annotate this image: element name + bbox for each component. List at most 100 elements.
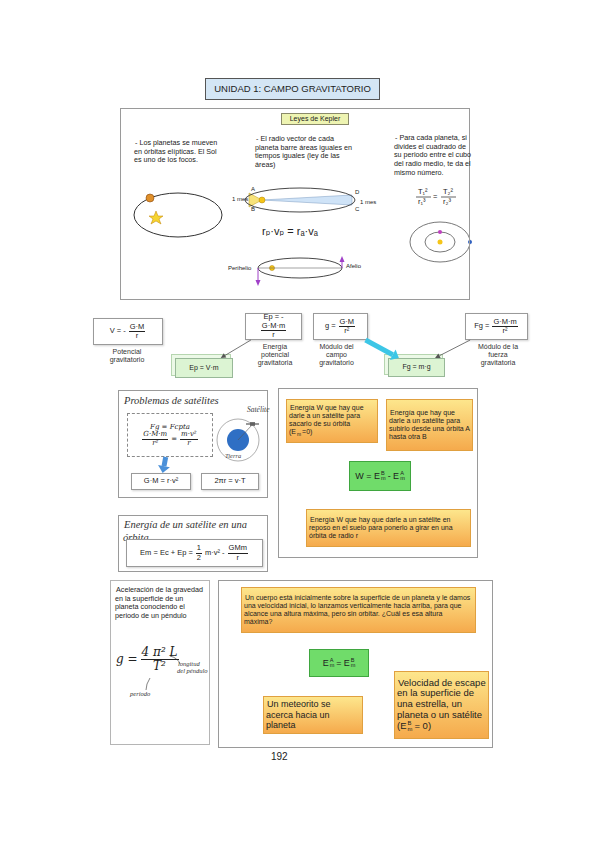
leader-line [146, 678, 150, 690]
box-content: Fg =G·M·mr²Módulo de la fuerza gravitato… [466, 318, 527, 336]
fraction: 4 π² LT² [141, 646, 179, 673]
box-content: G·M = r·v² [132, 477, 190, 486]
text-block: Aceleración de la gravedad en la superfi… [115, 586, 207, 621]
box-caption: Energía potencial gravitatoria [249, 343, 301, 367]
concept-box: Ep = -G·M·mrEnergía potencial gravitator… [245, 313, 302, 340]
diagram-label: T₂² [443, 188, 453, 196]
planet-symbol [146, 194, 154, 202]
node-text: Fg = Fcpta [150, 423, 190, 431]
denominator: T² [141, 660, 179, 673]
node-text: - Los planetas se mueven en órbitas elíp… [134, 138, 217, 164]
node-text: Ep = V·m [189, 364, 218, 371]
planet-symbol [438, 230, 442, 234]
diagram-label: Tierra [225, 453, 241, 460]
node-text: Aceleración de la gravedad en la superfi… [115, 585, 203, 620]
concept-box: V = -G·MrPotencial gravitatorio [93, 318, 163, 345]
connector [435, 340, 470, 358]
concept-box: 2πr = v·T [201, 473, 259, 490]
node-text: E [323, 658, 329, 668]
diagram-label: rₚ·vₚ = rₐ·vₐ [262, 226, 318, 237]
subscript: m [351, 663, 356, 668]
index-stack: Bm [381, 471, 386, 482]
denominator: r [180, 440, 198, 448]
text-block: - Para cada planeta, si divides el cuadr… [394, 134, 474, 177]
radius-vector [258, 268, 272, 269]
node-text: m·v² - [205, 548, 225, 557]
concept-box: Energía W que hay que darle a un satélit… [278, 388, 478, 558]
fraction: 12 [196, 544, 202, 562]
node-text: Problemas de satélites [124, 395, 219, 406]
node-text: Ep = - [263, 312, 283, 321]
velocity-vector [258, 268, 259, 282]
box-content: Energía que hay que darle a un satélite … [387, 409, 472, 441]
text-block: g =4 π² LT² [115, 646, 187, 673]
box-caption: Módulo de la fuerza gravitatoria [472, 343, 524, 367]
planet-symbol [468, 240, 472, 244]
fraction: G·Mr [129, 323, 146, 341]
index-stack: Bm [408, 721, 413, 732]
denominator: r² [339, 327, 356, 335]
fraction: G·M·mr² [142, 431, 168, 447]
denominator: 2 [196, 554, 202, 562]
concept-box: g =G·Mr²Módulo del campo gravitatorio [313, 313, 368, 340]
connector [366, 340, 399, 360]
diagram-label: = [433, 193, 437, 201]
solar-panel [246, 423, 259, 424]
text-block: - El radio vector de cada planeta barre … [255, 135, 355, 170]
node-text: = 0) [414, 720, 431, 731]
orbit-ellipse [245, 188, 355, 212]
concept-box: Energía que hay que darle a un satélite … [386, 399, 473, 451]
node-text: g = [116, 652, 138, 666]
diagram-label: r₂³ [443, 198, 451, 206]
text-block: Problemas de satélites [123, 395, 233, 408]
node-text: Leyes de Kepler [290, 115, 341, 122]
sun-symbol [149, 211, 163, 224]
concept-box: Leyes de Kepler - Los planetas se mueven … [120, 108, 470, 300]
orbit-ellipse [258, 258, 342, 278]
diagram-label: Afelio [346, 263, 361, 269]
diagram-label: C [355, 206, 359, 212]
title-box: UNIDAD 1: CAMPO GRAVITATORIO [205, 78, 380, 100]
node-text: E [344, 658, 350, 668]
connector-line [164, 457, 166, 466]
concept-box: Fg = m·g [388, 358, 445, 377]
subscript: m [381, 476, 386, 481]
box-content: Velocidad de escape en la superficie de … [395, 678, 488, 733]
concept-box: Em = Ec + Ep =12m·v² -GMmr [126, 539, 263, 567]
diagram-label: 1 mes [232, 196, 248, 202]
node-text: Energía que hay que darle a un satélite … [389, 409, 470, 440]
numerator: G·M [339, 318, 356, 327]
node-text: Energía W que hay que darle a un satélit… [309, 516, 453, 539]
denominator: r² [142, 440, 168, 448]
diagram-label: A [251, 186, 255, 192]
diagram-label: B [251, 206, 255, 212]
diagram-label: r₁³ [418, 198, 426, 206]
concept-box: Fg =G·M·mr²Módulo de la fuerza gravitato… [465, 313, 528, 340]
box-content: V = -G·MrPotencial gravitatorio [94, 323, 162, 341]
diagram-label: Satélite [247, 406, 270, 414]
subscript: m [330, 663, 335, 668]
sun-symbol [259, 197, 265, 203]
node-text: 2πr = v·T [214, 476, 245, 485]
node-text: = [336, 658, 341, 668]
numerator: G·M·m [142, 431, 168, 440]
node-text: Em = Ec + Ep = [140, 548, 193, 557]
denominator: r [228, 554, 248, 562]
concept-box: Un cuerpo está inicialmente sobre la sup… [218, 580, 493, 748]
node-text: - El radio vector de cada planeta barre … [255, 134, 352, 169]
concept-box: Velocidad de escape en la superficie de … [394, 671, 489, 739]
satellite-orbit [217, 419, 259, 461]
box-content: Ep = V·m [176, 364, 232, 372]
index-stack: Bm [351, 658, 356, 669]
box-caption: Potencial gravitatorio [101, 348, 153, 364]
fraction: G·M·mr² [492, 318, 517, 336]
numerator: 4 π² L [141, 646, 179, 660]
node-text: W = E [355, 471, 380, 481]
orbit-ellipse [410, 222, 470, 262]
diagram-label: 1 mes [360, 199, 376, 205]
box-content: Em = Ec + Ep =12m·v² -GMmr [127, 544, 262, 562]
node-text: longitud del péndulo [177, 660, 208, 674]
subscript: m [297, 432, 301, 437]
concept-box: Un meteorito se acerca hacia un planeta [263, 696, 363, 734]
box-content: g =G·Mr²Módulo del campo gravitatorio [314, 318, 367, 336]
